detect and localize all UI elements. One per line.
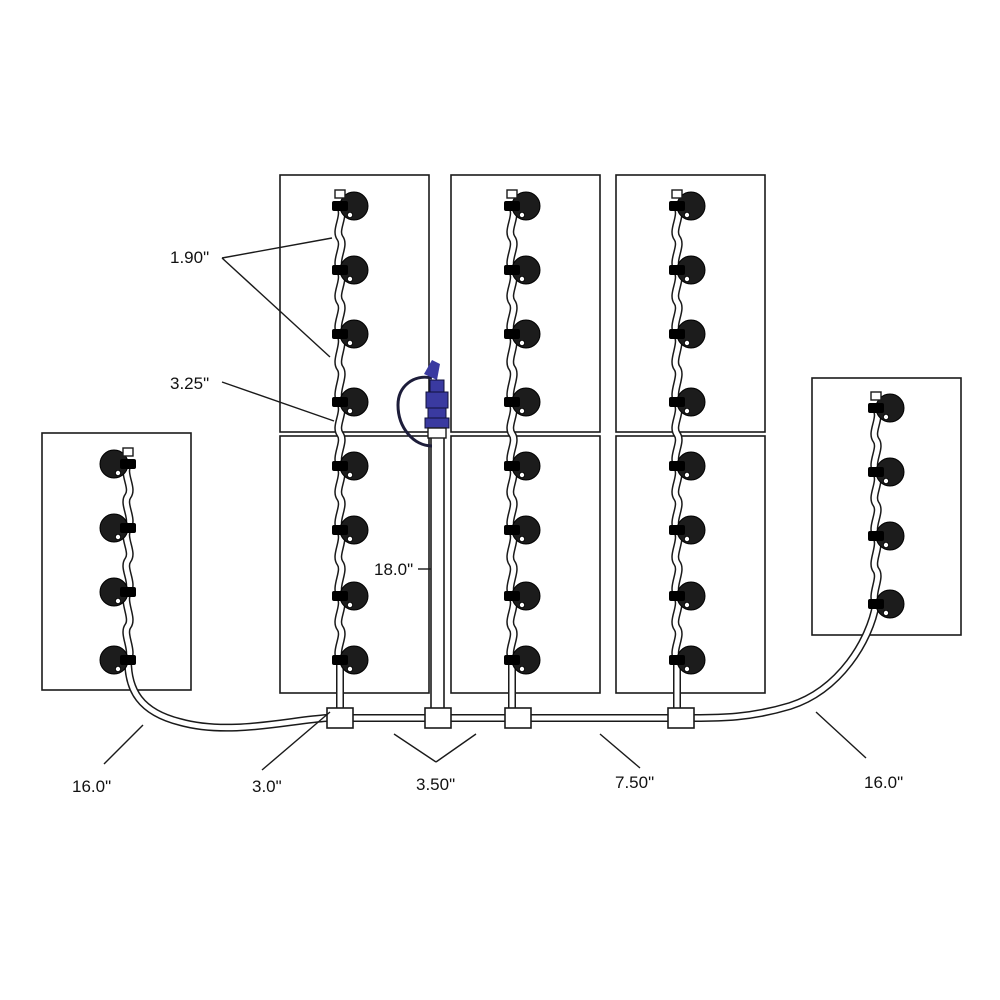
watering-valve-icon bbox=[504, 189, 541, 221]
valve-string-tube bbox=[334, 203, 346, 708]
tee-fitting bbox=[424, 707, 452, 729]
label-riser: 18.0" bbox=[374, 560, 413, 579]
valve-string-tube bbox=[506, 203, 518, 708]
leader-line bbox=[221, 237, 333, 259]
fill-valve-neck bbox=[427, 407, 447, 419]
leader-line bbox=[815, 711, 867, 759]
leader-lines bbox=[103, 237, 867, 771]
watering-valve-icon bbox=[332, 189, 369, 221]
fill-valve-base bbox=[424, 417, 450, 429]
fill-hose bbox=[396, 375, 433, 448]
leader-line bbox=[221, 381, 335, 422]
watering-valve-icon bbox=[868, 457, 905, 487]
leader-line bbox=[221, 257, 331, 358]
watering-valve-icon bbox=[99, 447, 136, 479]
watering-valve-icon bbox=[669, 451, 706, 481]
dimension-labels: 1.90" 3.25" 18.0" 16.0" 3.0" 3.50" 7.50"… bbox=[72, 248, 903, 796]
watering-valve-icon bbox=[332, 255, 369, 285]
watering-valve-icon bbox=[99, 577, 136, 607]
watering-valve-icon bbox=[504, 387, 541, 417]
valve-string-tube bbox=[671, 203, 683, 708]
watering-valve-icon bbox=[99, 645, 136, 675]
watering-valve-icon bbox=[669, 319, 706, 349]
watering-valve-icon bbox=[332, 515, 369, 545]
watering-valve-icon bbox=[669, 581, 706, 611]
label-spacing-short: 1.90" bbox=[170, 248, 209, 267]
watering-valve-icon bbox=[669, 515, 706, 545]
fill-riser bbox=[396, 360, 450, 719]
leader-line bbox=[435, 733, 477, 763]
leader-line bbox=[103, 724, 144, 765]
label-tee-spacing-a: 3.50" bbox=[416, 775, 455, 794]
watering-valve-icon bbox=[332, 581, 369, 611]
watering-valve-icon bbox=[669, 645, 706, 675]
watering-valve-icon bbox=[868, 589, 905, 619]
label-left-run: 16.0" bbox=[72, 777, 111, 796]
watering-valve-icon bbox=[669, 255, 706, 285]
watering-valve-icon bbox=[504, 451, 541, 481]
fill-connector-body bbox=[429, 379, 445, 393]
watering-valve-icon bbox=[504, 255, 541, 285]
watering-valve-icon bbox=[504, 645, 541, 675]
valve-group bbox=[99, 189, 905, 675]
watering-valve-icon bbox=[332, 319, 369, 349]
riser-tube bbox=[430, 435, 445, 719]
watering-valve-icon bbox=[504, 515, 541, 545]
leader-line bbox=[599, 733, 641, 769]
tee-fitting bbox=[667, 707, 695, 729]
label-tee-stub: 3.0" bbox=[252, 777, 282, 796]
watering-valve-icon bbox=[669, 189, 706, 221]
fill-valve-body bbox=[425, 391, 449, 409]
watering-valve-icon bbox=[868, 521, 905, 551]
watering-valve-icon bbox=[504, 581, 541, 611]
right-run-tube bbox=[693, 405, 882, 722]
watering-valve-icon bbox=[332, 451, 369, 481]
tee-fitting bbox=[504, 707, 532, 729]
watering-valve-icon bbox=[99, 513, 136, 543]
leader-line bbox=[393, 733, 437, 763]
watering-valve-icon bbox=[332, 387, 369, 417]
watering-valve-icon bbox=[669, 387, 706, 417]
tee-fitting bbox=[326, 707, 354, 729]
left-run-tube bbox=[122, 461, 328, 732]
fill-coupling bbox=[427, 427, 447, 439]
watering-valve-icon bbox=[504, 319, 541, 349]
tee-group bbox=[326, 707, 695, 729]
label-right-run: 16.0" bbox=[864, 773, 903, 792]
leader-line bbox=[261, 711, 331, 771]
tubing-group bbox=[122, 203, 882, 732]
watering-valve-icon bbox=[332, 645, 369, 675]
label-spacing-long: 3.25" bbox=[170, 374, 209, 393]
fill-tip-icon bbox=[424, 360, 440, 380]
label-tee-spacing-b: 7.50" bbox=[615, 773, 654, 792]
watering-valve-icon bbox=[868, 391, 905, 423]
